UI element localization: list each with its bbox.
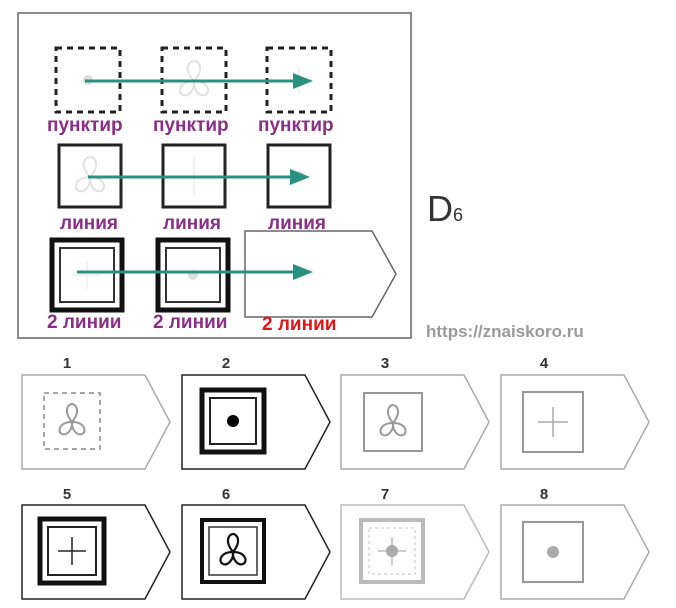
dot-icon xyxy=(547,546,559,558)
puzzle-title: D6 xyxy=(427,188,463,230)
option-7-card[interactable] xyxy=(339,503,493,601)
option-8-card[interactable] xyxy=(499,503,653,601)
dot-icon xyxy=(227,415,239,427)
watermark: https://znaiskoro.ru xyxy=(426,322,584,341)
square-icon xyxy=(363,392,423,452)
option-number-3: 3 xyxy=(380,355,390,372)
row3-arrow xyxy=(77,264,313,280)
row2-label-1: линия xyxy=(60,213,118,234)
row1-arrow xyxy=(85,73,313,89)
option-number-5: 5 xyxy=(62,486,72,503)
option-number-1: 1 xyxy=(62,355,72,372)
row3-label-3-highlight: 2 линии xyxy=(262,314,337,335)
dot-icon xyxy=(386,545,398,557)
row2-label-2: линия xyxy=(163,213,221,234)
option-number-2: 2 xyxy=(221,355,231,372)
cross-icon xyxy=(538,407,568,437)
option-3-card[interactable] xyxy=(339,373,493,471)
row1-label-1: пунктир xyxy=(47,115,123,136)
option-number-7: 7 xyxy=(380,486,390,503)
double-square-icon xyxy=(37,516,107,586)
trefoil-icon xyxy=(58,402,86,436)
option-6-card[interactable] xyxy=(180,503,334,601)
row2-label-3: линия xyxy=(268,213,326,234)
title-letter: D xyxy=(427,188,453,229)
row2-arrow xyxy=(88,169,310,185)
answer-placeholder-pentagon xyxy=(244,230,397,318)
row3-label-2: 2 линии xyxy=(153,312,228,333)
square-icon xyxy=(522,391,584,453)
option-number-8: 8 xyxy=(539,486,549,503)
row3-cell2-double-square xyxy=(155,237,231,313)
trefoil-icon xyxy=(379,403,407,437)
option-number-6: 6 xyxy=(221,486,231,503)
double-square-icon xyxy=(200,518,266,584)
option-number-4: 4 xyxy=(539,355,549,372)
square-icon xyxy=(522,521,584,583)
row3-label-1: 2 линии xyxy=(47,312,122,333)
row1-label-3: пунктир xyxy=(258,115,334,136)
thick-square-icon xyxy=(359,518,425,584)
trefoil-icon xyxy=(219,532,247,566)
double-square-icon xyxy=(199,387,267,455)
cross-icon xyxy=(58,537,86,565)
option-5-card[interactable] xyxy=(20,503,174,601)
dashed-square-icon xyxy=(43,392,101,450)
option-2-card[interactable] xyxy=(180,373,334,471)
row1-label-2: пунктир xyxy=(153,115,229,136)
option-4-card[interactable] xyxy=(499,373,653,471)
puzzle-frame xyxy=(17,12,412,339)
title-number: 6 xyxy=(453,205,464,225)
row3-cell1-double-square xyxy=(49,237,125,313)
option-1-card[interactable] xyxy=(20,373,174,471)
